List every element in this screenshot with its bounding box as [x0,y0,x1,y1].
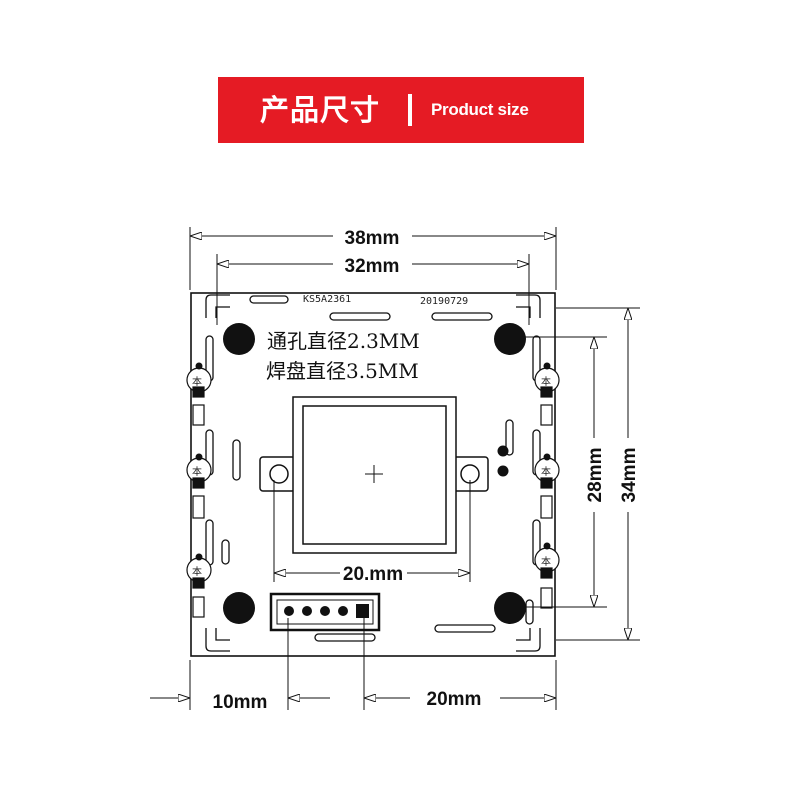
svg-text:本: 本 [192,565,202,578]
side-slots [205,335,541,625]
dim-label-connector-to-edge: 20mm [427,689,482,710]
dim-label-hole-pitch-height: 28mm [585,448,606,503]
dim-label-hole-pitch-width: 32mm [345,256,400,277]
model-label: KS5A2361 [303,294,351,305]
pad-diameter-note: 焊盘直径3.5MM [266,359,419,383]
center-crosshair [365,465,383,483]
banner-title-cn: 产品尺寸 [260,93,381,127]
hole-diameter-note: 通孔直径2.3MM [267,329,420,353]
indicator-dots [497,445,509,477]
pin-connector [269,592,381,632]
banner-separator [408,94,412,126]
svg-text:本: 本 [541,465,551,478]
dim-label-connector-offset: 10mm [213,692,268,713]
component-dots [195,362,551,561]
title-banner: 产品尺寸 Product size [218,77,584,143]
banner-title-en: Product size [431,100,529,119]
svg-text:本: 本 [541,555,551,568]
silk-marks: 本 本 本 本 本 本 [192,375,551,578]
mounting-holes [223,323,526,624]
svg-text:本: 本 [192,465,202,478]
corner-slots [205,294,541,652]
dim-label-lens-mount-pitch: 20.mm [343,564,403,585]
svg-text:本: 本 [192,375,202,388]
dim-label-overall-height: 34mm [619,448,640,503]
date-label: 20190729 [420,296,468,307]
dimension-arrows [150,236,628,698]
dim-label-overall-width: 38mm [345,228,400,249]
top-slots [249,295,496,642]
svg-text:本: 本 [541,375,551,388]
